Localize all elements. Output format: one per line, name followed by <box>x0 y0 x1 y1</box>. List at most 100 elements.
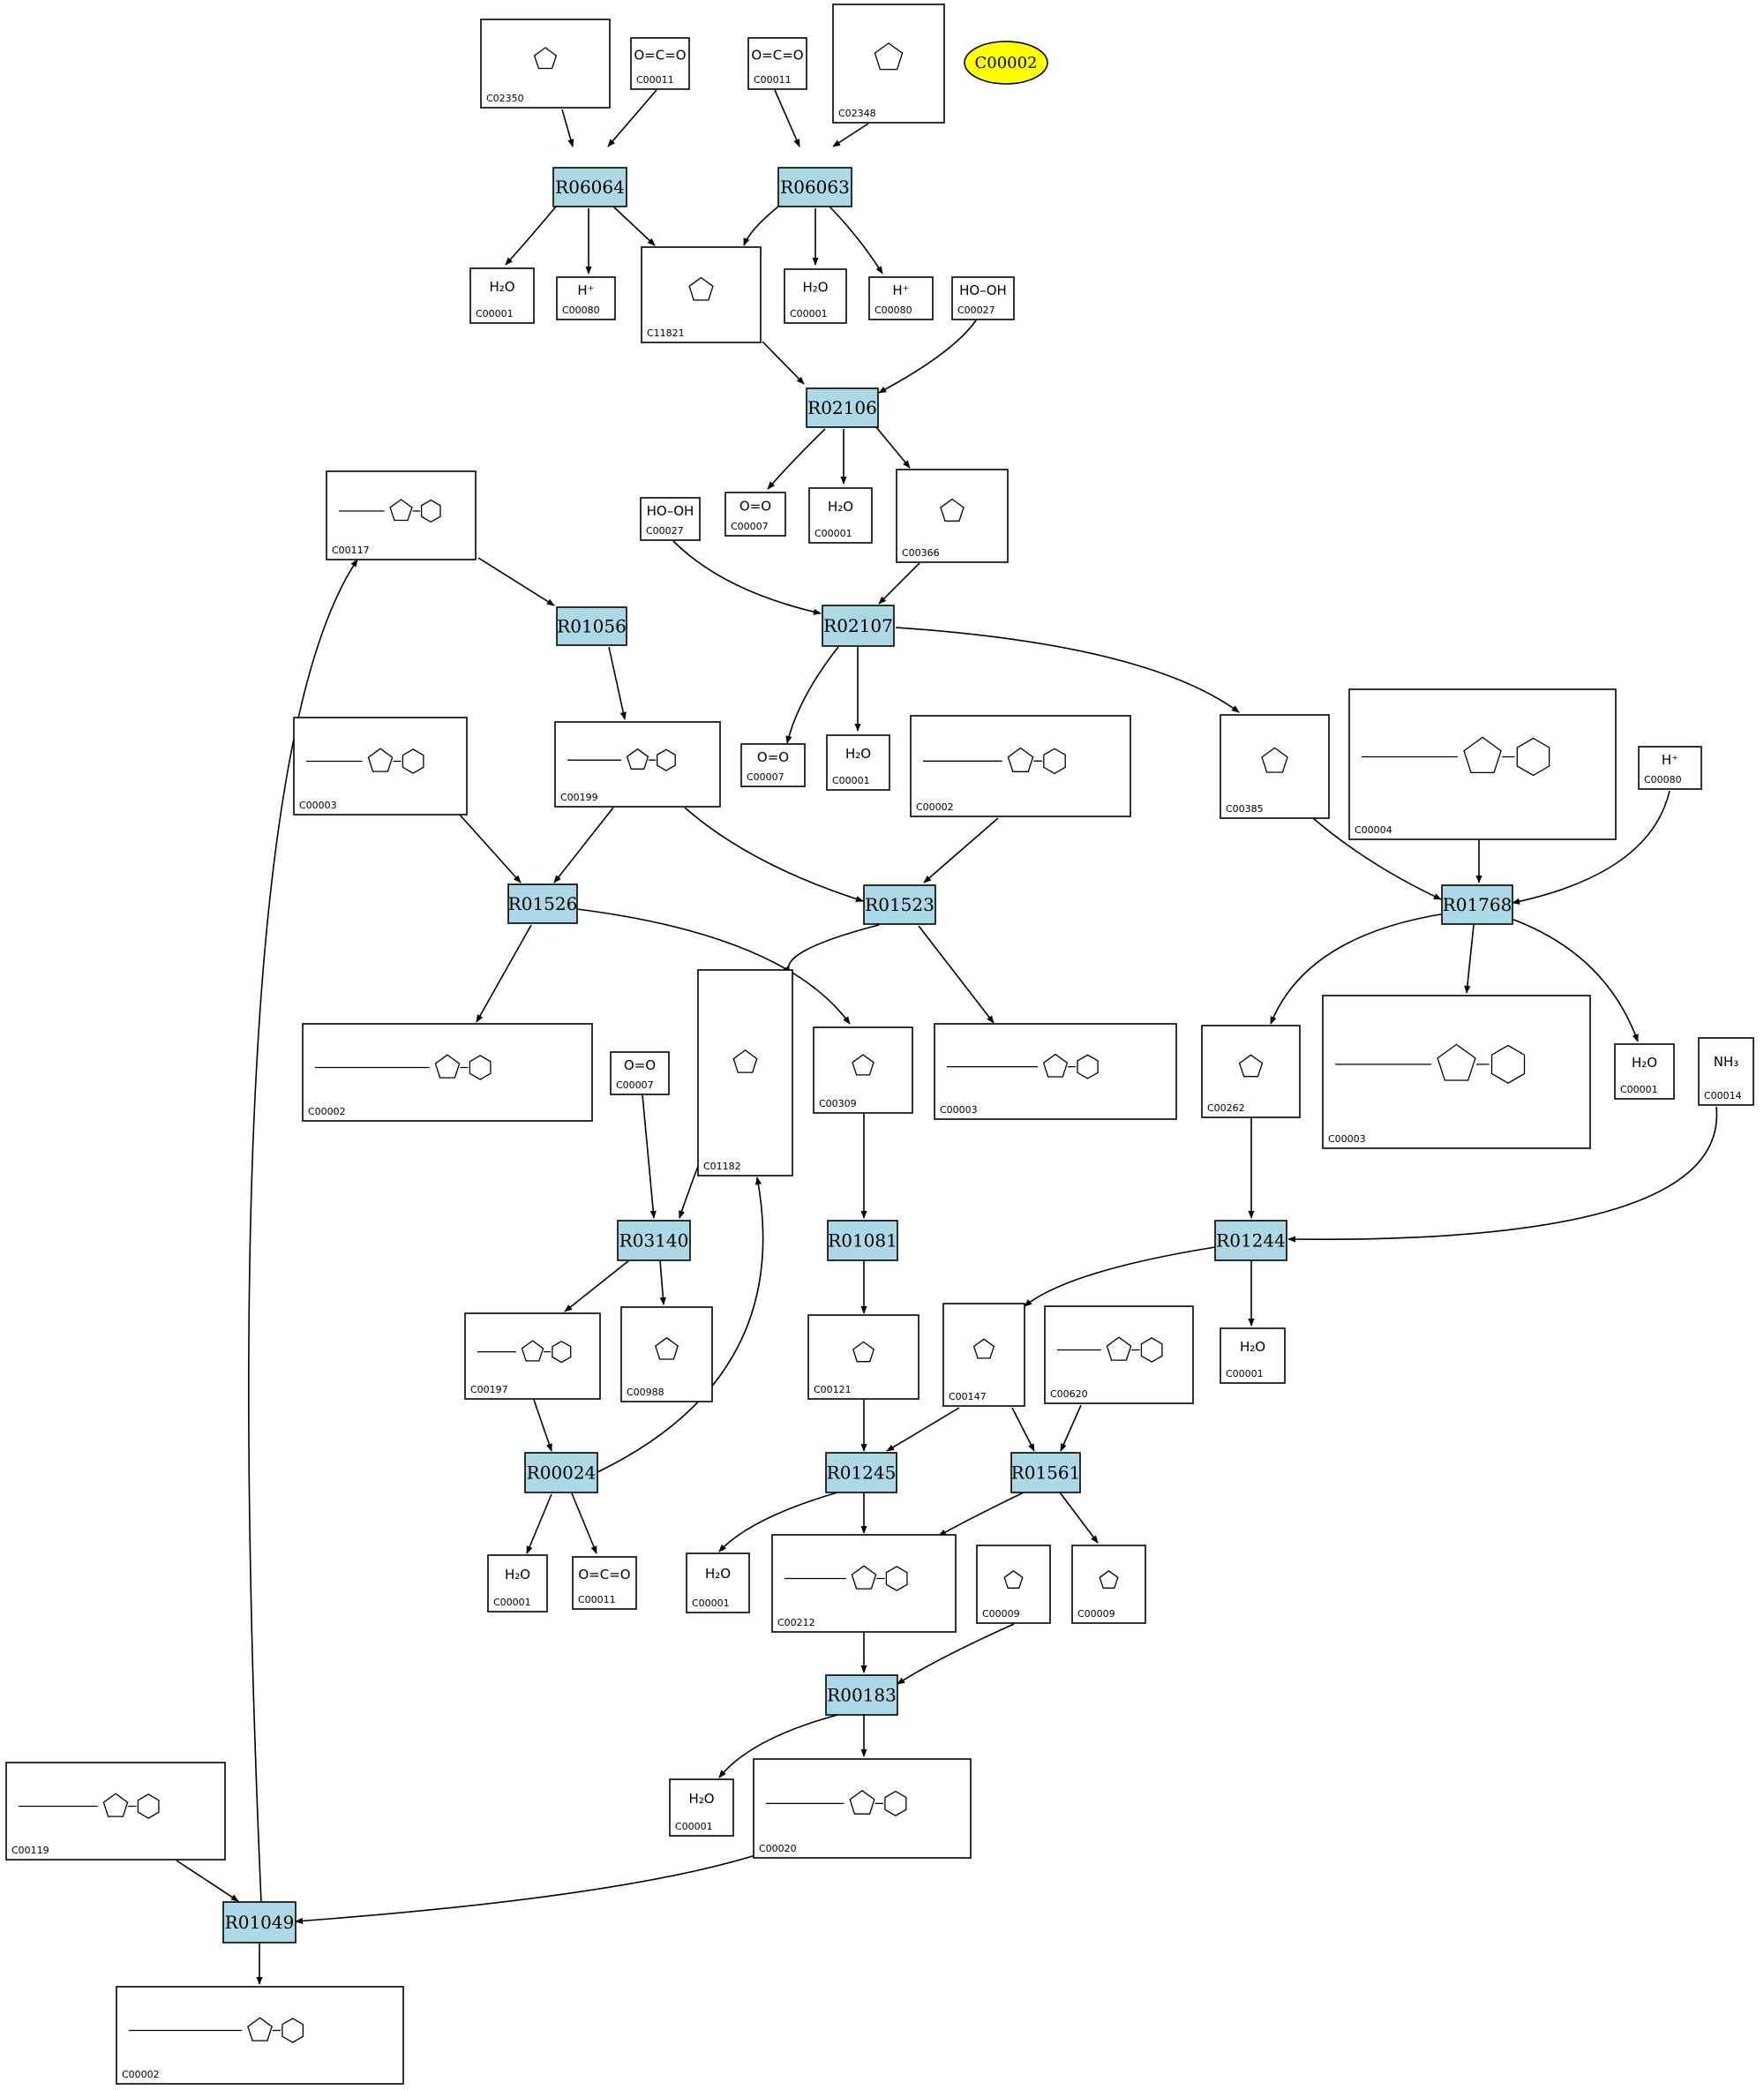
compound-node[interactable]: C01182 <box>697 969 793 1177</box>
compound-box <box>1201 1025 1301 1118</box>
compound-box <box>116 1986 404 2085</box>
reaction-node[interactable]: R01049 <box>222 1901 297 1943</box>
compound-id: C00002 <box>122 2069 160 2080</box>
reaction-box <box>1214 1220 1287 1261</box>
compound-node[interactable]: H⁺C00080 <box>556 276 616 320</box>
compound-node[interactable]: C00121 <box>807 1314 920 1400</box>
compound-node[interactable]: C00212 <box>771 1534 957 1633</box>
structure-ring <box>420 499 441 523</box>
compound-node[interactable]: C00002 <box>302 1023 593 1122</box>
reaction-label: R01768 <box>1443 894 1513 915</box>
compound-box <box>554 721 721 808</box>
compound-node[interactable]: C00003 <box>293 717 468 816</box>
reaction-node[interactable]: R01244 <box>1214 1220 1287 1261</box>
compound-node[interactable]: H⁺C00080 <box>1638 746 1702 790</box>
compound-id: C00197 <box>470 1384 508 1395</box>
reaction-node[interactable]: R00183 <box>825 1674 898 1716</box>
compound-node[interactable]: C00009 <box>976 1545 1051 1624</box>
compound-node[interactable]: C00003 <box>1322 995 1591 1149</box>
compound-box <box>293 717 468 816</box>
reaction-box <box>507 883 578 924</box>
compound-node[interactable]: C00117 <box>326 470 477 560</box>
compound-id: C00385 <box>1226 803 1264 815</box>
reaction-node[interactable]: R03140 <box>617 1220 691 1261</box>
compound-box <box>487 1554 548 1613</box>
compound-node[interactable]: C00197 <box>464 1312 601 1400</box>
structure-ring <box>552 1340 572 1364</box>
compound-node[interactable]: C00003 <box>934 1023 1177 1120</box>
edge-n1-R06064 <box>561 109 574 147</box>
compound-node[interactable]: C00366 <box>896 469 1009 563</box>
compound-node[interactable]: C02348 <box>832 4 945 124</box>
compound-node[interactable]: C00147 <box>942 1303 1025 1407</box>
compound-node[interactable]: C00002 <box>910 715 1131 817</box>
compound-box <box>753 1758 972 1859</box>
reaction-node[interactable]: R01245 <box>825 1452 897 1493</box>
reaction-node[interactable]: R01523 <box>863 884 936 925</box>
compound-node[interactable]: C00119 <box>5 1762 226 1861</box>
reaction-node[interactable]: R01526 <box>507 883 578 924</box>
reaction-node[interactable]: R01561 <box>1010 1452 1081 1493</box>
reaction-node[interactable]: R06064 <box>552 167 627 207</box>
compound-formula: H₂O <box>489 279 514 295</box>
reaction-node[interactable]: R01081 <box>827 1220 898 1261</box>
reaction-node[interactable]: R00024 <box>524 1452 598 1493</box>
compound-id: C00009 <box>982 1608 1020 1620</box>
edge-n23-R01768 <box>1512 790 1670 905</box>
compound-id: C00003 <box>940 1104 978 1116</box>
edges <box>176 89 1718 1985</box>
compound-node[interactable]: C00988 <box>620 1306 713 1402</box>
compound-node[interactable]: C00385 <box>1220 714 1330 819</box>
highlight-node[interactable]: C00002 <box>964 41 1048 85</box>
compound-box <box>686 1552 750 1613</box>
compound-node[interactable]: C00309 <box>813 1026 913 1114</box>
compound-node[interactable]: C00004 <box>1348 688 1617 840</box>
reaction-box <box>524 1452 598 1493</box>
compound-formula: O=C=O <box>634 47 686 63</box>
structure-ring <box>1437 1043 1476 1081</box>
compound-id: C02348 <box>838 108 876 119</box>
compound-node[interactable]: C11821 <box>641 246 762 343</box>
edge-R01244-n37 <box>1024 1246 1216 1307</box>
reaction-node[interactable]: R01768 <box>1441 884 1513 925</box>
compound-node[interactable]: C00262 <box>1201 1025 1301 1118</box>
compound-node[interactable]: C00620 <box>1044 1305 1194 1404</box>
compound-node[interactable]: C00009 <box>1071 1545 1146 1624</box>
compound-id: C02350 <box>486 93 524 104</box>
structure-ring <box>852 1054 874 1076</box>
compound-node[interactable]: C00020 <box>753 1758 972 1859</box>
compound-node[interactable]: H⁺C00080 <box>868 276 934 320</box>
compound-id: C00001 <box>1620 1084 1658 1095</box>
edge-n32-R01244 <box>1287 1106 1718 1243</box>
reaction-node[interactable]: R02107 <box>822 605 895 647</box>
edge-R01768-n28 <box>1270 913 1446 1025</box>
compound-node[interactable]: C00199 <box>554 721 721 808</box>
compound-id: C00002 <box>308 1106 346 1117</box>
reaction-node[interactable]: R06063 <box>777 167 852 207</box>
reaction-node[interactable]: R01056 <box>556 606 627 646</box>
reaction-node[interactable]: R02106 <box>806 387 879 428</box>
reaction-label: R01523 <box>865 894 935 915</box>
compound-box <box>784 268 847 324</box>
structure-ring <box>1003 1569 1024 1589</box>
compound-node[interactable]: C00002 <box>116 1986 404 2085</box>
compound-node[interactable]: C02350 <box>480 19 611 109</box>
